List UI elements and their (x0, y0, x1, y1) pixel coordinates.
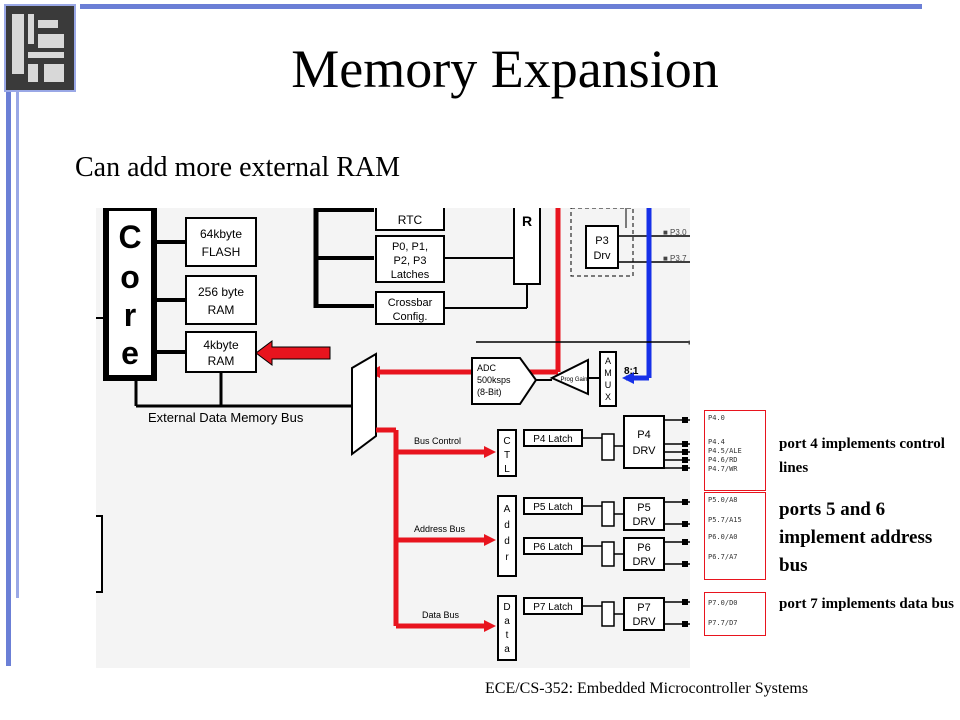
p6-drv (623, 537, 665, 571)
adc-block (471, 357, 538, 405)
p56-pins-panel: P5.0/A8 P5.7/A15 P6.0/A0 P6.7/A7 (704, 492, 766, 580)
ext-bus-label: External Data Memory Bus (148, 410, 304, 425)
core-letter: o (120, 259, 140, 295)
flash-label-2: FLASH (202, 245, 241, 259)
p4-pin: P4.0 (708, 414, 725, 422)
p3drv-block (585, 225, 619, 269)
svg-text:P5: P5 (637, 502, 650, 514)
timer-label: RTC (398, 213, 423, 227)
svg-text:C: C (503, 436, 510, 447)
p5-drv (623, 497, 665, 531)
svg-text:ADC: ADC (477, 363, 497, 373)
svg-text:P6 Latch: P6 Latch (533, 542, 572, 553)
p4-pin: P4.6/RD (708, 456, 738, 464)
p4-pin: P4.5/ALE (708, 447, 742, 455)
svg-text:P3: P3 (595, 235, 608, 247)
svg-text:■ VREF1: ■ VREF1 (688, 338, 690, 347)
svg-text:P6: P6 (637, 542, 650, 554)
p4-pins-panel: P4.0 P4.4 P4.5/ALE P4.6/RD P4.7/WR (704, 410, 766, 491)
p7-pin: P7.0/D0 (708, 599, 738, 607)
flash-block (185, 217, 257, 267)
svg-text:P4 Latch: P4 Latch (533, 434, 572, 445)
svg-text:X: X (605, 392, 611, 402)
ram4k-label: 4kbyte (203, 338, 239, 352)
svg-text:U: U (605, 380, 612, 390)
latches-block (375, 235, 445, 283)
svg-text:■ P3.7: ■ P3.7 (663, 254, 687, 263)
data-bus-label: Data Bus (422, 610, 460, 620)
ports56-annotation: ports 5 and 6 implement address bus (779, 499, 933, 576)
p4-pin: P4.7/WR (708, 465, 738, 473)
core-block (103, 205, 157, 381)
svg-text:d: d (504, 520, 510, 531)
svg-text:8:1: 8:1 (624, 366, 639, 377)
svg-text:P7 Latch: P7 Latch (533, 602, 572, 613)
svg-text:P4: P4 (637, 429, 650, 441)
svg-text:P2, P3: P2, P3 (393, 255, 426, 267)
svg-text:Drv: Drv (593, 250, 611, 262)
svg-text:500ksps: 500ksps (477, 375, 511, 385)
svg-text:A: A (504, 504, 511, 515)
p6-pin: P6.0/A0 (708, 533, 738, 541)
svg-text:a: a (504, 644, 510, 655)
svg-text:d: d (504, 536, 510, 547)
bus-mux (351, 352, 377, 456)
ram4k-label-2: RAM (208, 354, 235, 368)
p6-pin: P6.7/A7 (708, 553, 738, 561)
svg-text:r: r (505, 552, 509, 563)
svg-text:a: a (504, 616, 510, 627)
svg-text:Config.: Config. (393, 311, 428, 323)
svg-text:L: L (504, 464, 510, 475)
ram4k-block (185, 331, 257, 373)
address-bus-label: Address Bus (414, 524, 466, 534)
p4-pin: P4.4 (708, 438, 725, 446)
svg-text:M: M (604, 368, 612, 378)
core-letter: e (121, 335, 139, 371)
svg-text:(8-Bit): (8-Bit) (477, 387, 502, 397)
svg-text:DRV: DRV (632, 516, 656, 528)
svg-text:■ P3.0: ■ P3.0 (663, 228, 687, 237)
svg-text:Latches: Latches (391, 269, 430, 281)
p7-pins-panel: P7.0/D0 P7.7/D7 (704, 592, 766, 636)
svg-text:Crossbar: Crossbar (388, 297, 433, 309)
svg-text:P7: P7 (637, 602, 650, 614)
svg-text:t: t (506, 630, 509, 641)
left-accent-bar (6, 88, 11, 666)
block-diagram: C o r e 64kbyte FLASH 256 byte RAM 4kbyt… (91, 199, 721, 668)
ctl-block (497, 429, 517, 477)
flash-label: 64kbyte (200, 227, 242, 241)
port7-annotation: port 7 implements data bus (779, 596, 955, 612)
svg-text:Prog Gain: Prog Gain (560, 377, 587, 383)
svg-text:DRV: DRV (632, 616, 656, 628)
slide-title: Memory Expansion (291, 39, 719, 99)
svg-text:A: A (605, 356, 611, 366)
svg-text:P5 Latch: P5 Latch (533, 502, 572, 513)
slide-footer: ECE/CS-352: Embedded Microcontroller Sys… (485, 680, 809, 697)
ram256-label: 256 byte (198, 285, 244, 299)
addr-block (497, 495, 517, 577)
core-letter: r (124, 297, 136, 333)
p7-pin: P7.7/D7 (708, 619, 738, 627)
core-letter: C (118, 219, 141, 255)
svg-text:DRV: DRV (632, 556, 656, 568)
svg-text:D: D (503, 602, 510, 613)
p5-pin: P5.7/A15 (708, 516, 742, 524)
r-label: R (522, 213, 532, 229)
svg-text:P0, P1,: P0, P1, (392, 241, 428, 253)
bus-control-label: Bus Control (414, 436, 461, 446)
ram256-label-2: RAM (208, 303, 235, 317)
p5-pin: P5.0/A8 (708, 496, 738, 504)
svg-text:DRV: DRV (632, 445, 656, 457)
top-accent-bar (80, 4, 922, 9)
data-block (497, 595, 517, 661)
svg-text:T: T (504, 450, 510, 461)
chip-logo-icon (4, 4, 76, 92)
port4-annotation: port 4 implements control lines (779, 436, 945, 476)
left-accent-bar-inner (16, 88, 19, 598)
slide-subtitle: Can add more external RAM (75, 152, 401, 183)
crossbar-block (375, 291, 445, 325)
red-arrow-icon (256, 340, 331, 366)
p4-drv (623, 415, 665, 469)
